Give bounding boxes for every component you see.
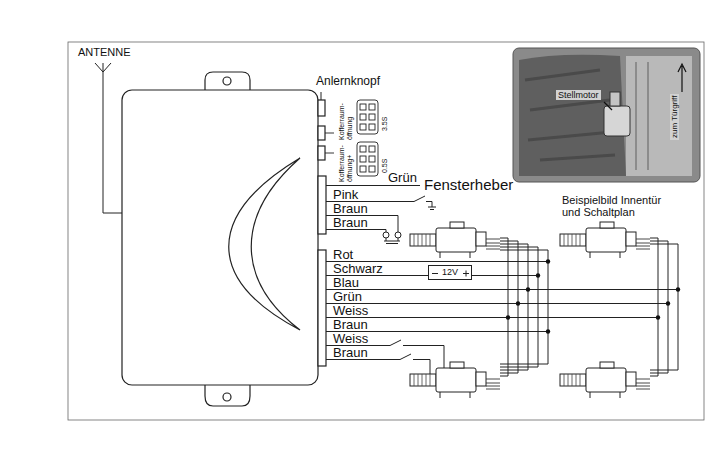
photo-label: Stellmotor [556,90,601,100]
switch-label: Kofferraum- öffnung+ [338,136,354,182]
control-unit [318,126,325,140]
trunk-switch-symbol [357,142,378,176]
wire-color: Braun [333,345,368,360]
wire-color: Rot [333,247,353,262]
junction-dots [506,315,510,319]
frame [68,42,704,420]
door-actuator [560,362,650,398]
control-unit [223,77,231,85]
wire-color: Weiss [333,303,368,318]
control-unit [318,100,325,116]
trunk-switch-symbol [369,104,375,110]
trunk-switch-symbol [357,100,378,134]
time-label: 0.5S [381,159,389,173]
photo-label: zum Türgriff [670,94,679,140]
door-actuator [410,222,500,258]
wires [395,232,401,238]
control-unit [205,384,250,406]
button-label: Anlernknopf [316,75,380,88]
junction-dots [546,329,550,333]
door-actuator [410,362,500,398]
junction-dots [676,287,680,291]
wires [500,238,548,376]
control-unit [318,176,326,234]
door-actuator [410,222,650,398]
door-photo [604,106,630,136]
voltage-label: 12V [442,267,458,277]
wire-color: Schwarz [333,261,383,276]
wire-color: Grün [388,170,417,185]
control-unit [122,72,326,406]
trunk-switch-symbol [369,156,375,162]
wire-color: Braun [333,201,368,216]
trunk-switch-symbol [325,133,334,153]
door-photo [513,48,700,182]
wire-color: Blau [333,275,359,290]
control-unit [122,90,318,385]
wire-color: Grün [333,289,362,304]
door-photo [626,56,692,176]
wires [326,185,420,186]
trunk-switch-symbol [369,124,375,130]
door-actuator [560,222,650,258]
wire-color: Braun [333,215,368,230]
junction-dots [546,259,550,263]
door-photo [636,62,648,170]
time-label: 3.5S [381,117,389,131]
control-unit [223,393,231,401]
trunk-switch-symbol [360,146,366,152]
junction-dots [516,301,520,305]
junction-dots [506,259,680,333]
antenna-symbol [95,63,122,213]
battery-box: 12V [428,265,472,280]
wire-color: Pink [333,187,358,202]
wire-color: Weiss [333,331,368,346]
control-unit [318,250,326,366]
door-photo [525,70,615,160]
wires [383,232,389,238]
control-unit [205,72,250,92]
function-label: Fensterheber [424,176,513,193]
door-photo [513,48,700,182]
trunk-switch-symbol [360,156,366,162]
trunk-switch-symbol [360,124,366,130]
control-unit [318,146,325,160]
switch-label: Kofferraum- öffnung [338,96,354,140]
trunk-switch-symbol [360,114,366,120]
antenna-symbol [95,63,122,213]
frame [68,42,704,420]
wire-color: Braun [333,317,368,332]
trunk-switch-symbol [360,104,366,110]
learn-button-leader [321,92,322,100]
wires [326,216,398,233]
wires [326,289,678,290]
door-photo [604,102,612,110]
trunk-switch-symbol [369,166,375,172]
trunk-switch-symbol [360,166,366,172]
wires [384,241,400,244]
junction-dots [536,273,540,277]
trunk-switch-symbol [369,114,375,120]
door-photo [610,92,620,106]
control-unit [229,158,300,330]
wires [650,238,678,376]
wires [386,238,398,241]
door-photo [678,64,686,92]
junction-dots [526,287,530,291]
learn-button-leader [321,92,322,100]
wires [326,317,658,318]
photo-caption: Beispielbild Innentür und Schaltplan [562,194,682,218]
trunk-switch-symbol [369,146,375,152]
wires [414,196,436,210]
wires [326,303,668,304]
antenna-label: ANTENNE [78,46,131,58]
junction-dots [666,301,670,305]
junction-dots [656,315,660,319]
